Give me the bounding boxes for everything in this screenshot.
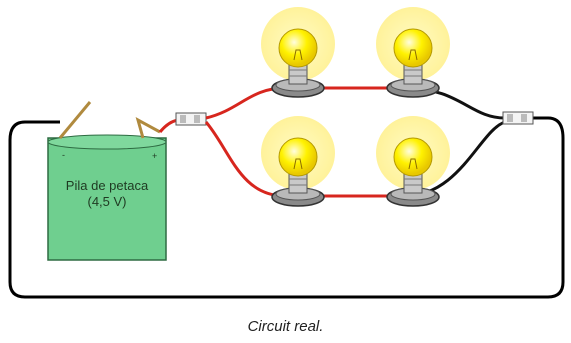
light-bulb: [261, 7, 335, 98]
negative-terminal-sign: -: [62, 150, 65, 160]
light-bulb: [261, 116, 335, 207]
positive-terminal-sign: +: [152, 151, 157, 161]
right-connector: [502, 111, 534, 125]
figure-caption: Circuit real.: [247, 318, 324, 335]
battery-label-line2: (4,5 V): [87, 194, 127, 209]
return-wire: [8, 116, 565, 299]
battery-label: Pila de petaca (4,5 V): [48, 178, 166, 210]
light-bulb: [376, 7, 450, 98]
battery-label-line1: Pila de petaca: [65, 178, 149, 193]
battery: - +: [47, 101, 167, 261]
left-connector: [175, 112, 207, 126]
light-bulb: [376, 116, 450, 207]
